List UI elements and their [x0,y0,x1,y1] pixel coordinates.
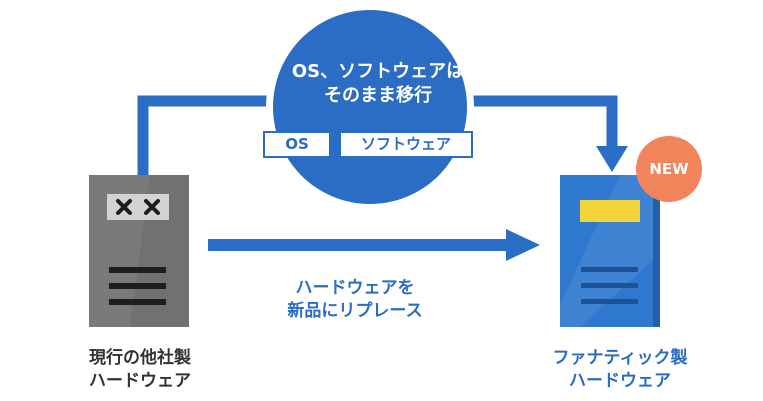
circle-caption-line1: OS、ソフトウェアは [291,61,465,82]
new-server-display [580,200,640,222]
old-hardware-caption-line1: 現行の他社製 [89,348,191,368]
replace-arrow [208,229,540,261]
new-hardware-caption-line2: ハードウェア [569,370,671,391]
new-badge-label: NEW [649,160,689,178]
replace-caption: ハードウェアを 新品にリプレース [250,277,460,323]
old-hardware-caption: 現行の他社製 ハードウェア [50,347,230,393]
circle-caption-line2: そのまま移行 [324,85,432,107]
new-hardware-caption-line1: ファナティック製 [552,348,688,368]
x-icon [116,199,160,215]
os-tag: OS [263,131,331,158]
software-tag: ソフトウェア [339,131,473,158]
old-hardware-caption-line2: ハードウェア [89,370,191,391]
new-hardware-caption: ファナティック製 ハードウェア [520,347,720,393]
replace-caption-line1: ハードウェアを [295,278,415,298]
circle-caption: OS、ソフトウェアは そのまま移行 [258,60,498,109]
old-server [89,175,189,327]
new-server [560,175,660,327]
old-server-display [107,194,169,220]
replace-caption-line2: 新品にリプレース [287,300,423,321]
new-badge [636,136,702,202]
vent-lines [581,267,638,304]
vent-lines [109,267,166,305]
